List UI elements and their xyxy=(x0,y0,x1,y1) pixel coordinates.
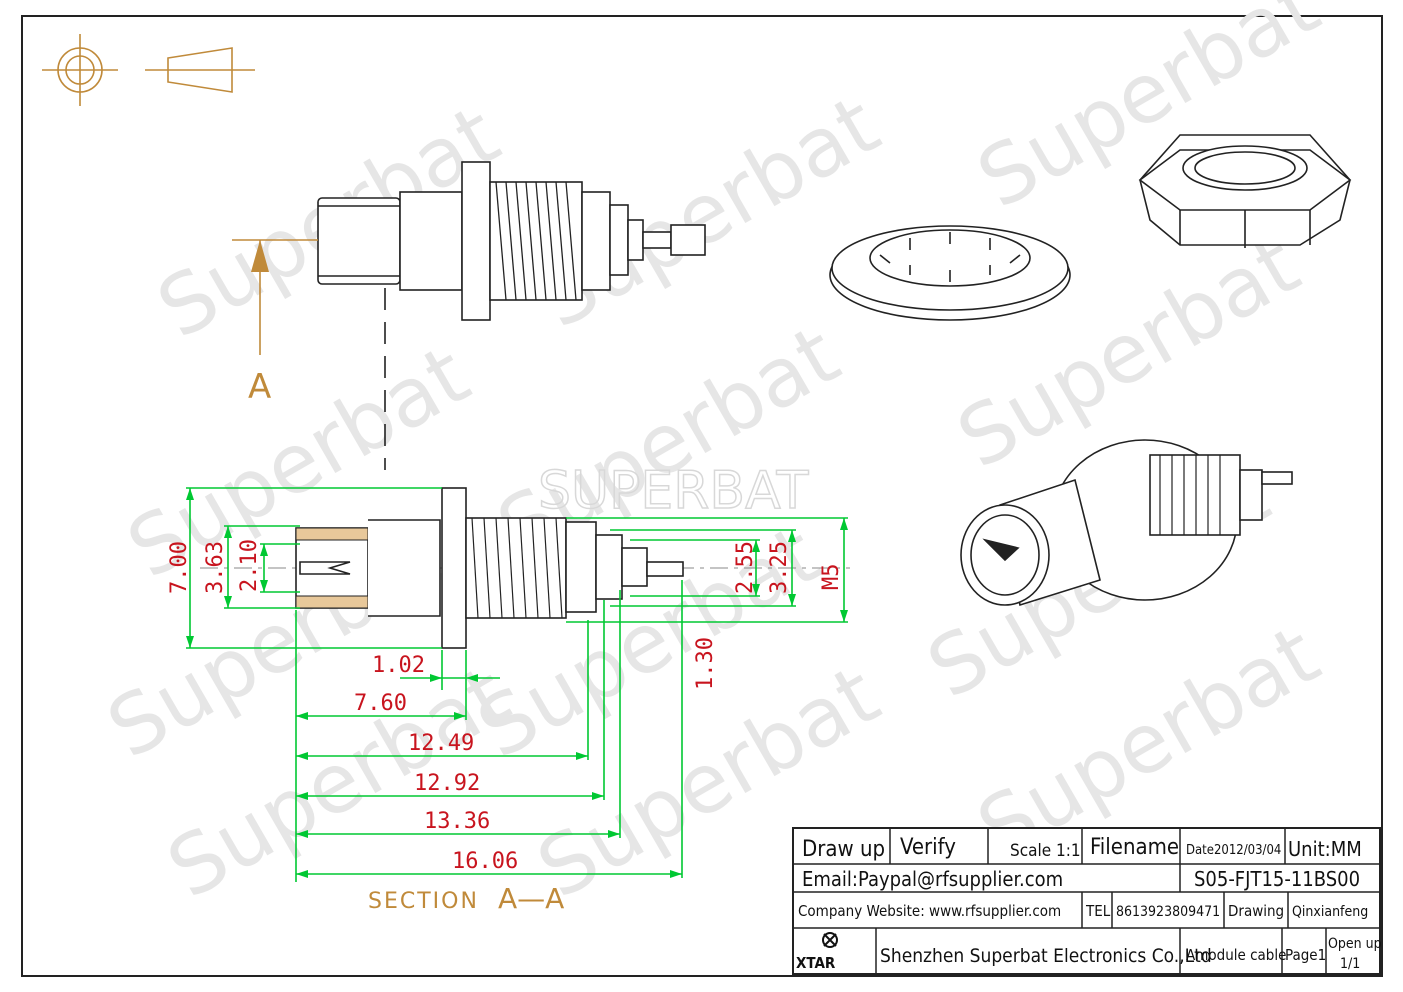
tb-drawer: Qinxianfeng xyxy=(1292,904,1368,920)
tb-scale: Scale 1:1 xyxy=(1010,841,1081,861)
tb-website: Company Website: www.rfsupplier.com xyxy=(798,902,1061,920)
connector-3d-image xyxy=(960,439,1293,607)
dim-flange-thickness: 1.02 xyxy=(372,653,425,678)
tb-part-number: S05-FJT15-11BS00 xyxy=(1194,867,1360,891)
tb-draw-up: Draw up xyxy=(802,837,885,862)
dim-shoulder-diameter: 3.25 xyxy=(767,541,792,594)
dim-length-1249: 12.49 xyxy=(408,731,474,756)
tb-drawing: Drawing xyxy=(1228,902,1284,920)
section-caption-id: A—A xyxy=(498,882,564,915)
dim-socket-diameter: 2.10 xyxy=(237,539,262,592)
connector-side-view xyxy=(317,161,706,321)
section-marker-label: A xyxy=(248,367,271,407)
projection-symbol-icon xyxy=(42,34,255,106)
dim-overall-length: 16.06 xyxy=(452,849,518,874)
tb-cable: Amodule cable xyxy=(1186,946,1286,964)
dim-body-diameter: 3.63 xyxy=(203,541,228,594)
dim-length-1292: 12.92 xyxy=(414,771,480,796)
section-cut-marker: A xyxy=(232,239,386,470)
dim-thread-size: M5 xyxy=(819,564,844,591)
tb-tel-label: TEL xyxy=(1085,902,1111,920)
tb-date: Date2012/03/04 xyxy=(1186,843,1281,858)
watermark-center-text: SUPERBAT xyxy=(538,461,809,521)
xtar-logo-icon: XTAR xyxy=(796,932,838,972)
dim-length-1336: 13.36 xyxy=(424,809,490,834)
lock-washer-image xyxy=(829,225,1071,321)
dim-overall-diameter: 7.00 xyxy=(167,541,192,594)
sheet-border xyxy=(21,15,1383,977)
dimension-labels: 7.00 3.63 2.10 2.55 3.25 M5 1.30 1.02 7.… xyxy=(167,539,844,874)
tb-verify: Verify xyxy=(900,835,956,860)
tb-company: Shenzhen Superbat Electronics Co.,Ltd xyxy=(880,945,1212,967)
section-arrow-icon xyxy=(251,240,269,272)
section-view xyxy=(200,487,850,649)
tb-email: Email:Paypal@rfsupplier.com xyxy=(802,867,1063,891)
dim-pin-width: 1.30 xyxy=(693,637,718,690)
tb-logo: XTAR xyxy=(796,954,836,972)
title-block: Draw up Verify Scale 1:1 Filename Date20… xyxy=(792,827,1382,975)
hex-nut-image xyxy=(1138,134,1352,248)
dimension-lines xyxy=(186,487,848,882)
tb-unit: Unit:MM xyxy=(1288,837,1362,861)
section-caption: SECTION xyxy=(368,889,479,914)
tb-open-up-ratio: 1/1 xyxy=(1340,956,1360,972)
dim-front-length: 7.60 xyxy=(354,691,407,716)
tb-page: Page1 xyxy=(1285,946,1326,964)
tb-filename: Filename xyxy=(1090,835,1179,860)
tb-open-up: Open up xyxy=(1328,936,1382,952)
tb-tel: 8613923809471 xyxy=(1116,904,1220,920)
dim-pin-step-diameter: 2.55 xyxy=(733,541,758,594)
